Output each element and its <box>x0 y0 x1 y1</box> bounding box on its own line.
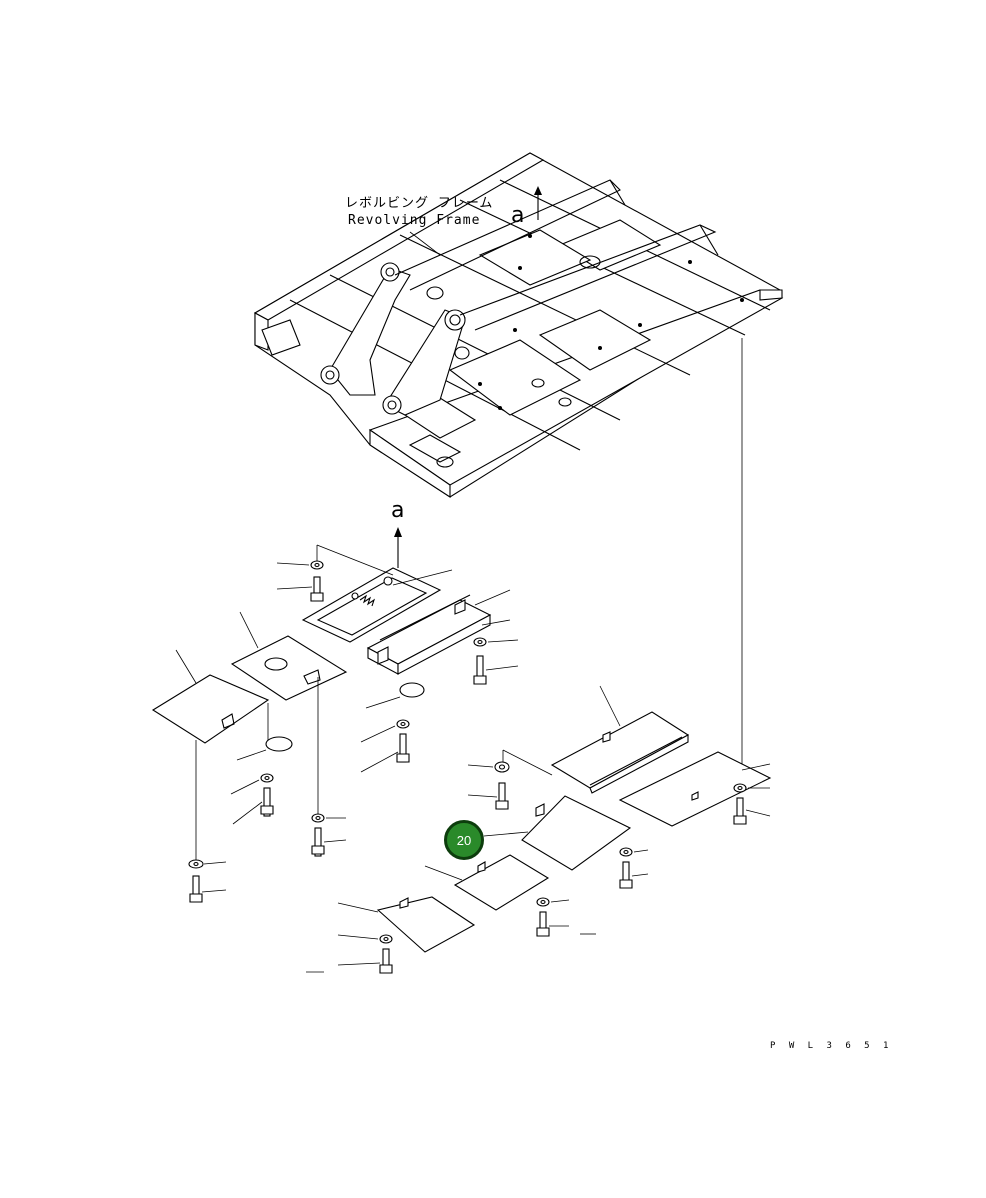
cover-right <box>618 751 772 827</box>
cover-channel <box>366 589 511 675</box>
bolt-set <box>360 719 410 773</box>
frame-label-jp: レボルビング フレーム <box>345 196 493 211</box>
view-a-arrow <box>394 527 402 568</box>
frame-label-en: Revolving Frame <box>348 213 480 228</box>
drawing-code: P W L 3 6 5 1 <box>770 1041 892 1051</box>
bolt-set <box>188 859 227 903</box>
cover-right-upper <box>502 685 690 794</box>
bolt-set <box>311 813 347 857</box>
cover-center-access <box>483 795 632 871</box>
bolt-set <box>230 773 274 825</box>
rubber-cap <box>265 736 293 752</box>
bolt-set <box>536 897 570 937</box>
callout-number: 20 <box>456 832 472 848</box>
bolt-set <box>276 560 324 602</box>
cover-top-center <box>301 544 453 643</box>
cover-left-center <box>230 611 348 815</box>
callout-badge-20[interactable]: 20 <box>444 820 484 860</box>
cover-left <box>151 649 270 860</box>
cover-bottom <box>337 896 476 953</box>
bolt-set <box>733 783 771 825</box>
bolt-set <box>473 637 519 685</box>
view-a-label-frame: a <box>511 203 524 228</box>
cover-small-lower <box>424 854 550 911</box>
bolts-and-washers <box>188 560 771 974</box>
rubber-cap <box>399 682 425 698</box>
bolt-set <box>619 847 649 889</box>
bolt-set <box>337 934 393 974</box>
view-a-label-lower: a <box>391 498 404 523</box>
revolving-frame <box>253 152 784 499</box>
bolt-set <box>467 761 510 810</box>
